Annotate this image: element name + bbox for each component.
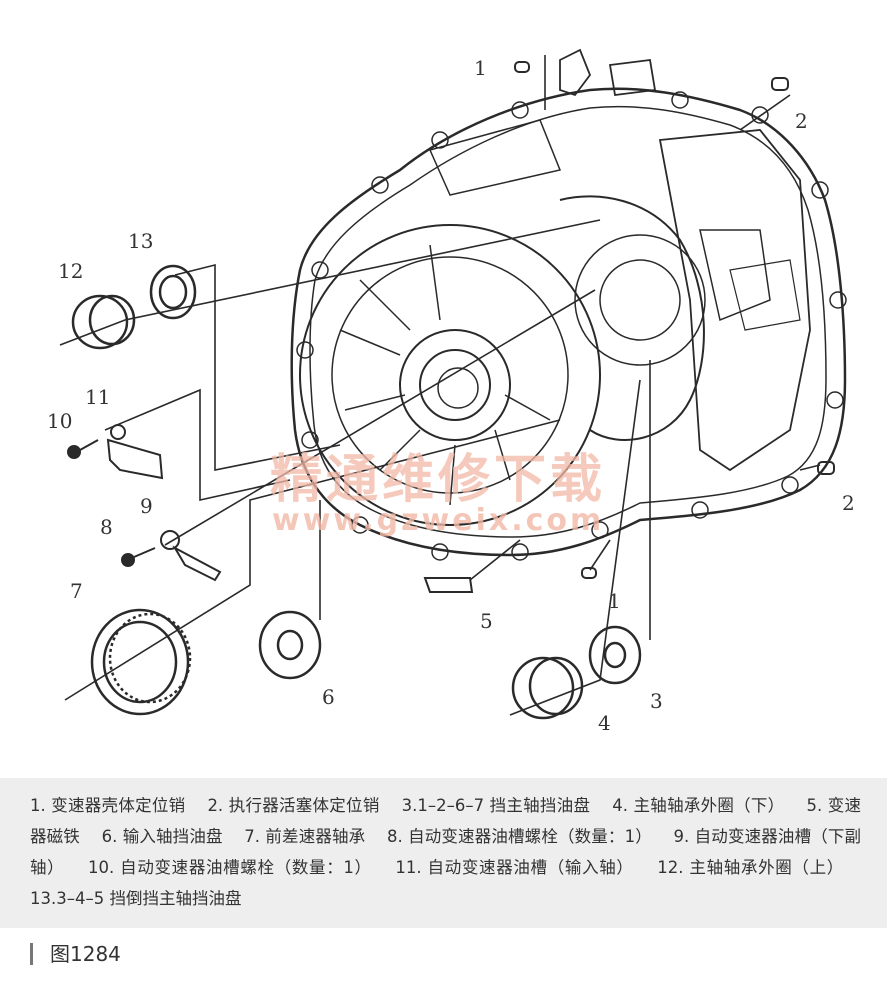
- callout-12: 12: [58, 259, 83, 283]
- legend-item: 3.1–2–6–7 挡主轴挡油盘: [401, 796, 591, 815]
- exploded-diagram: 精通维修下载 www.gzweix.com 1 2 13 12 11 10 9 …: [47, 48, 855, 735]
- callout-10: 10: [47, 409, 72, 433]
- callout-1-bottom: 1: [608, 589, 621, 613]
- legend-item: 11. 自动变速器油槽（输入轴）: [395, 858, 634, 877]
- legend-item: 8. 自动变速器油槽螺栓（数量：1）: [386, 827, 652, 846]
- legend-item: 12. 主轴轴承外圈（上）: [657, 858, 844, 877]
- part-9-oil-trough: [160, 530, 222, 582]
- callout-11: 11: [85, 385, 110, 409]
- leader-lines: [59, 55, 821, 716]
- legend-item: 7. 前差速器轴承: [244, 827, 366, 846]
- callout-2-right: 2: [842, 491, 855, 515]
- part-8-bolt: [121, 547, 156, 567]
- part-5-magnet: [423, 577, 474, 593]
- watermark-text: 精通维修下载: [270, 450, 606, 510]
- part-1-dowel-pin-bottom: [581, 567, 597, 579]
- part-7-differential-bearing: [90, 608, 192, 716]
- part-11-oil-trough: [106, 424, 164, 480]
- legend-item: 10. 自动变速器油槽螺栓（数量：1）: [88, 858, 372, 877]
- legend-item: 2. 执行器活塞体定位销: [207, 796, 380, 815]
- callout-2-top: 2: [795, 109, 808, 133]
- callout-9: 9: [140, 494, 153, 518]
- callout-8: 8: [100, 515, 113, 539]
- legend-item: 13.3–4–5 挡倒挡主轴挡油盘: [30, 889, 242, 908]
- part-1-dowel-pin-top: [514, 61, 530, 73]
- part-2-dowel-pin-right: [817, 461, 835, 475]
- callout-13: 13: [128, 229, 153, 253]
- part-6-oil-guide-plate: [258, 610, 322, 680]
- callout-7: 7: [70, 579, 83, 603]
- part-4-bearing-outer-race: [511, 656, 584, 720]
- watermark-url: www.gzweix.com: [272, 503, 604, 538]
- callout-1-top: 1: [474, 56, 487, 80]
- part-2-dowel-pin-top: [771, 77, 789, 91]
- figure-number: 图1284: [50, 942, 121, 966]
- part-13-oil-guide-plate: [149, 264, 197, 320]
- callout-5: 5: [480, 609, 493, 633]
- legend-item: 6. 输入轴挡油盘: [101, 827, 223, 846]
- figure-marker-bar: [30, 943, 33, 965]
- transmission-housing: [290, 48, 847, 561]
- part-10-bolt: [67, 439, 99, 459]
- figure-label: 图1284: [30, 938, 121, 967]
- part-12-bearing-outer-race: [71, 294, 136, 350]
- callout-4: 4: [598, 711, 611, 735]
- callout-6: 6: [322, 685, 335, 709]
- callout-3: 3: [650, 689, 663, 713]
- part-3-oil-guide-plate: [588, 625, 642, 685]
- legend-item: 4. 主轴轴承外圈（下）: [612, 796, 785, 815]
- parts-legend: 1. 变速器壳体定位销 2. 执行器活塞体定位销 3.1–2–6–7 挡主轴挡油…: [0, 778, 887, 928]
- legend-item: 9. 自动变速器油槽（下副轴）: [30, 827, 862, 877]
- legend-item: 1. 变速器壳体定位销: [30, 796, 186, 815]
- legend-item: 5. 变速器磁铁: [30, 796, 862, 846]
